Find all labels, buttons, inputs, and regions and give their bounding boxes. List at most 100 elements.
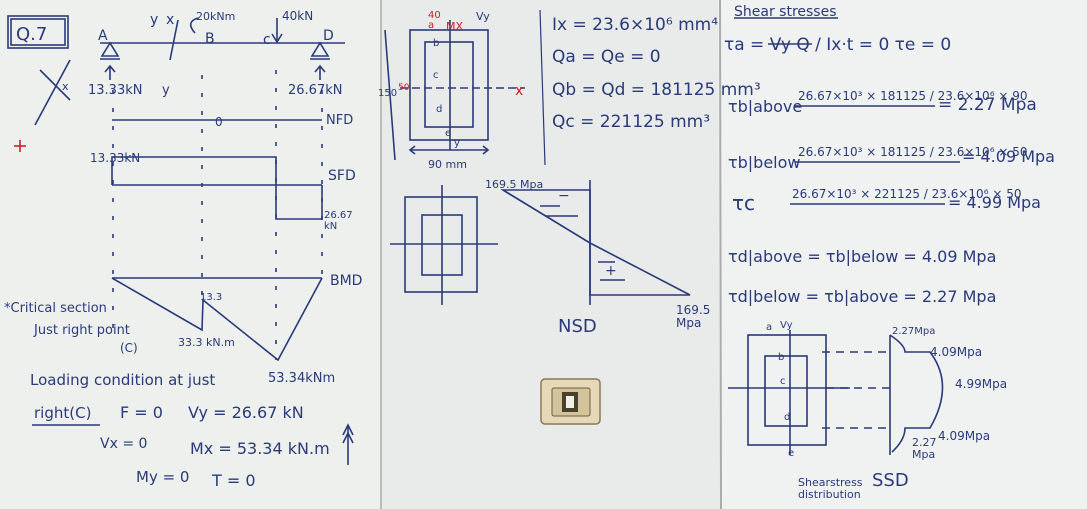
critical-line-3: (C) [120,341,138,355]
bmd-label: BMD [330,273,362,289]
ssd-section-inner [764,355,808,427]
ssd-a: a [766,322,772,333]
result-Mx: Mx = 53.34 kN.m [190,439,330,458]
tau-b-above-lhs: τb|above [728,97,802,116]
reaction-left-label: 13.33kN [88,83,142,98]
ssd-v2: 4.09Mpa [930,345,982,359]
support-c-label: c [263,32,271,48]
section-dim-side: 50 [398,83,410,93]
ssd-section-outer [747,334,827,446]
ssd-v3: 4.99Mpa [955,377,1007,391]
ssd-b: b [778,352,784,363]
section-e: e [445,128,451,139]
middle-board-text: 40 a MX Vy b c d e x y 150 50 90 mm Ix =… [378,10,761,337]
section-dim-top: 40 [428,10,441,21]
tau-b-below-val: = 4.09 Mpa [962,147,1055,166]
tau-b-below-lhs: τb|below [728,153,801,172]
left-board [7,15,354,465]
ssd-caption-right: SSD [872,470,909,491]
result-Vx: Vx = 0 [100,436,147,452]
ssd-e: e [788,448,794,459]
question-box [7,15,69,49]
axis-y-label: y [150,12,158,28]
sfd-shape [111,156,323,220]
nsd-label: NSD [558,316,597,337]
section-outer [409,29,489,141]
result-T: T = 0 [211,471,256,490]
middle-board [384,9,691,305]
result-My: My = 0 [136,468,189,486]
section-vy: Vy [476,10,490,23]
critical-line-1: *Critical section [4,301,107,316]
prop-ix: Ix = 23.6×10⁶ mm⁴ [552,15,718,35]
prop-qc: Qc = 221125 mm³ [552,112,710,132]
critical-line-2: Just right point [33,323,130,338]
tau-d-above: τd|above = τb|below = 4.09 Mpa [728,247,996,266]
section-c: c [433,70,439,81]
ssd-d: d [784,412,790,423]
support-b-label: B [205,31,215,47]
tau-a: τa = Vy Q / Ix·t = 0 τe = 0 [724,35,951,55]
result-Vy: Vy = 26.67 kN [188,403,304,422]
right-board-text: Shear stresses τa = Vy Q / Ix·t = 0 τe =… [724,4,1055,501]
nfd-label: NFD [326,113,353,128]
moment-arrow [189,17,199,34]
section-y: y [454,138,460,149]
loading-line-2: right(C) [34,404,91,422]
light-switch [540,378,601,425]
tau-b-above-val: = 2.27 Mpa [938,95,1037,115]
bmd-peak1: 13.3 [200,292,222,303]
ssd-curve [889,334,944,455]
support-d [310,41,330,57]
tau-b-below-expr: 26.67×10³ × 181125 / 23.6×10⁶ × 50 [798,145,1027,159]
ssd-v1: 2.27Mpa [892,326,935,337]
nfd-zero: 0 [215,115,223,129]
nsd-plus: + [605,263,617,279]
ssd-vy: Vy [780,320,793,331]
nsd-minus: − [558,188,570,204]
right-board [728,17,960,455]
section-mx: MX [446,20,463,33]
result-F: F = 0 [120,403,163,422]
point-load-label: 40kN [282,9,313,23]
section-b: b [433,38,439,49]
question-label: Q.7 [16,24,47,45]
section-dim-height: 150 [378,88,397,99]
reaction-right-label: 26.67kN [288,83,342,98]
support-a [100,41,120,57]
support-a-label: A [98,28,108,44]
tau-c-expr: 26.67×10³ × 221125 / 23.6×10⁶ × 50 [792,187,1021,201]
bmd-value-max: 53.34kNm [268,371,335,386]
moment-load-label: 20kNm [196,10,235,23]
bmd-shape [111,277,323,362]
section-inner [424,41,474,128]
tau-d-below: τd|below = τb|above = 2.27 Mpa [728,287,996,306]
axis-x-label: x [166,12,174,28]
tau-c-val: = 4.99 Mpa [948,193,1041,212]
tau-b-above-expr: 26.67×10³ × 181125 / 23.6×10⁶ × 90 [798,89,1027,103]
section-a: a [428,20,434,31]
tau-c-lhs: τc [732,191,755,215]
left-board-text: Q.7 A B c D y x 20kNm 40kN 13.33kN y x 2… [4,9,362,490]
question-box-inner [10,18,66,46]
cross-axis-label: x [62,80,69,93]
ssd-c: c [780,376,786,387]
reaction-left-symbol: y [162,83,170,98]
support-d-label: D [323,28,334,44]
section-d: d [436,104,442,115]
prop-qb: Qb = Qd = 181125 mm³ [552,80,761,100]
sfd-label: SFD [328,168,356,184]
ssd-v4: 4.09Mpa [938,429,990,443]
loading-line-1: Loading condition at just [30,371,215,389]
section-x: x [515,83,523,99]
sfd-left-value: 13.33kN [90,151,140,165]
prop-qa: Qa = Qe = 0 [552,47,661,67]
bmd-value-left: 33.3 kN.m [178,336,235,349]
nsd-top-value: 169.5 Mpa [485,178,543,191]
shear-title: Shear stresses [734,4,837,20]
